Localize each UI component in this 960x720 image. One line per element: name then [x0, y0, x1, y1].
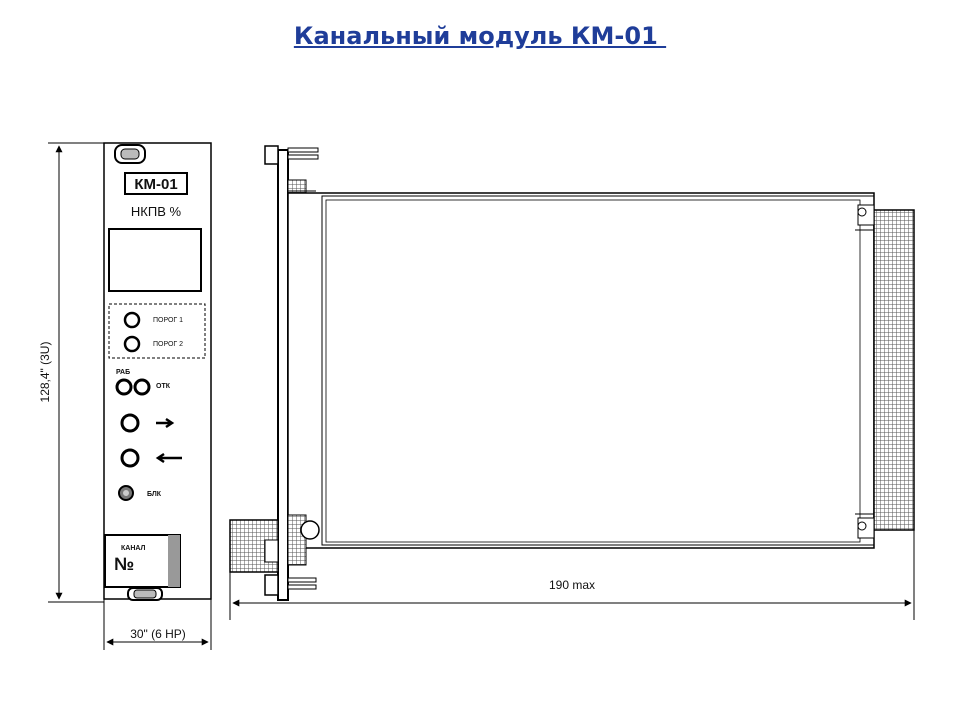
channel-number: № — [114, 554, 134, 574]
rear-connector — [873, 209, 915, 531]
button-right-icon — [120, 413, 140, 433]
pcb-board — [287, 192, 875, 549]
threshold-block — [108, 303, 206, 359]
model-box — [124, 172, 188, 195]
width-dimension: 30" (6 HP) — [103, 599, 212, 650]
side-view — [229, 145, 915, 601]
model-label: КМ-01 — [134, 176, 177, 193]
arrow-right-icon — [156, 417, 175, 429]
bottom-screw-icon — [127, 587, 163, 601]
button-left-icon — [120, 448, 140, 468]
blk-label: БЛК — [147, 491, 162, 498]
threshold-1-label: ПОРОГ 1 — [153, 317, 183, 324]
led-rab-icon — [115, 378, 133, 396]
page-title: Канальный модуль КМ-01 — [293, 22, 667, 50]
top-screw-icon — [114, 144, 146, 164]
side-panel-strip — [277, 149, 289, 601]
depth-dimension: 190 max — [229, 530, 915, 620]
threshold-2-knob-icon — [123, 335, 141, 353]
depth-label: 190 max — [549, 578, 595, 592]
panel-outline — [103, 142, 212, 600]
led-otk-label: ОТК — [156, 383, 171, 390]
display-label: НКПВ % — [131, 204, 182, 219]
threshold-1-knob-icon — [123, 311, 141, 329]
threshold-2-label: ПОРОГ 2 — [153, 341, 183, 348]
height-dimension: 128,4" (3U) — [38, 142, 104, 603]
width-label: 30" (6 HP) — [130, 627, 186, 641]
led-otk-icon — [133, 378, 151, 396]
led-rab-label: РАБ — [116, 369, 130, 376]
front-panel: КМ-01 НКПВ % ПОРОГ 1 ПОРОГ 2 РАБ ОТК БЛК… — [103, 142, 212, 601]
display-window — [108, 228, 202, 292]
height-label: 128,4" (3U) — [38, 342, 52, 403]
channel-label: КАНАЛ — [121, 545, 146, 552]
arrow-left-icon — [155, 452, 182, 464]
